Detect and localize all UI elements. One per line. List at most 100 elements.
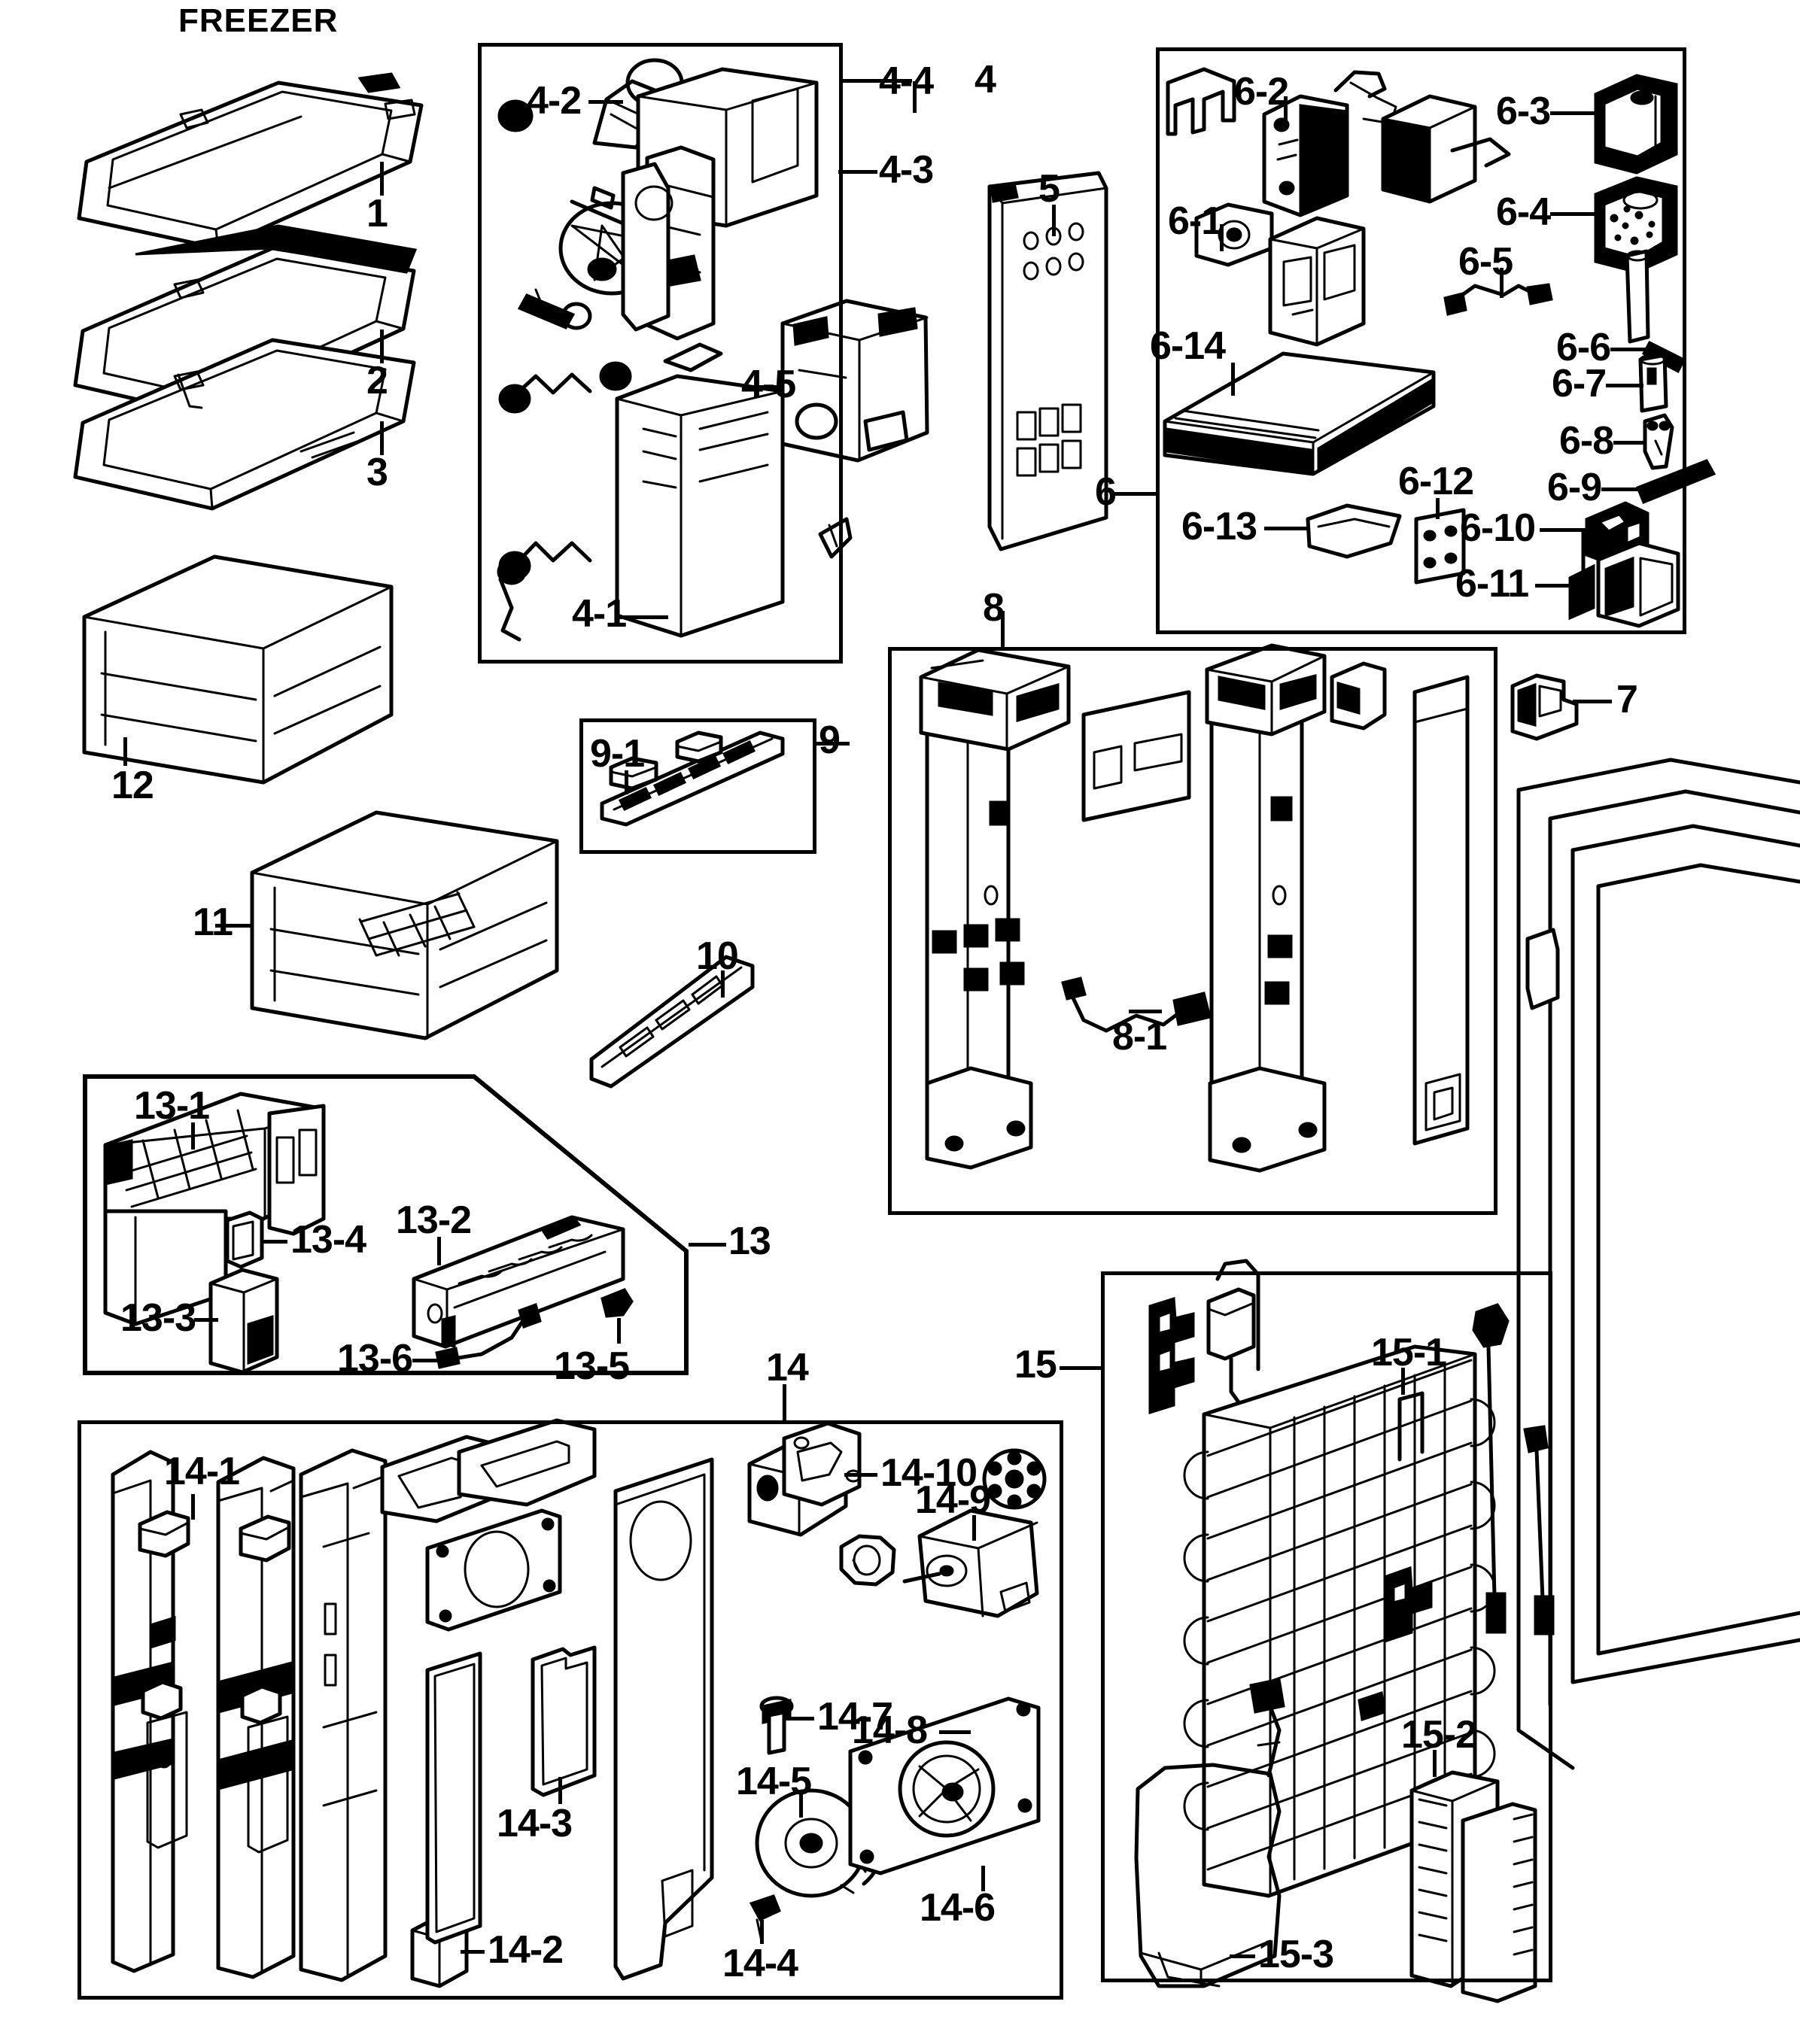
leader-13-2 [437,1237,441,1265]
callout-label-15-3: 15-3 [1258,1933,1334,1976]
part-drawer-11 [250,810,559,1040]
group-4-parts [497,58,929,642]
group-box-8 [888,647,1497,1215]
callout-label-14: 14 [766,1346,809,1389]
group-6-parts [1163,67,1716,628]
callout-label-6-13: 6-13 [1181,505,1257,548]
leader-6-4 [1550,212,1597,216]
leader-2 [380,330,384,363]
callout-label-6-2: 6-2 [1234,70,1289,114]
callout-label-14-2: 14-2 [488,1928,564,1972]
part-shelf-1 [77,72,424,251]
callout-label-6-7: 6-7 [1552,362,1607,405]
callout-label-9-1: 9-1 [590,732,645,776]
leader-15-2 [1433,1750,1437,1777]
leader-6-13 [1264,527,1308,530]
leader-4-3 [838,170,877,174]
callout-label-12: 12 [111,764,154,807]
leader-9-1 [625,770,628,794]
leader-14-10 [844,1473,877,1477]
callout-label-13-6: 13-6 [337,1337,413,1380]
leader-6-8 [1613,441,1646,445]
leader-8 [1001,611,1005,647]
callout-label-13-5: 13-5 [554,1344,630,1388]
leader-4-2 [588,100,623,104]
callout-label-4: 4 [974,58,996,102]
leader-14-8 [939,1730,971,1734]
leader-13-1 [191,1122,195,1150]
callout-label-15-2: 15-2 [1401,1713,1477,1757]
callout-label-9: 9 [819,718,841,762]
leader-14 [783,1384,786,1420]
leader-6-1 [1220,224,1224,251]
callout-label-14-3: 14-3 [497,1802,573,1845]
callout-label-4-5: 4-5 [741,363,796,406]
part-drawer-12 [82,554,394,785]
callout-label-14-9: 14-9 [915,1478,991,1522]
leader-15 [1060,1366,1102,1370]
callout-label-6-6: 6-6 [1556,326,1611,369]
leader-3 [380,421,384,455]
part-10-rail [589,955,755,1089]
leader-4-1 [617,615,668,619]
callout-label-3: 3 [366,451,388,494]
leader-5 [1052,205,1056,236]
group-box-14 [78,1420,1063,2000]
callout-label-11: 11 [193,901,233,944]
callout-label-6-10: 6-10 [1460,506,1536,550]
leader-14-6 [981,1866,985,1891]
callout-label-4-3: 4-3 [879,148,934,192]
group-8-parts [919,643,1470,1173]
part-7-cap [1510,673,1579,741]
callout-label-6-8: 6-8 [1559,419,1614,463]
callout-label-6-1: 6-1 [1168,199,1223,243]
part-5-panel [987,171,1108,551]
leader-4-5 [753,385,784,389]
callout-label-6-12: 6-12 [1398,460,1474,503]
leader-14-4 [760,1920,764,1944]
group-box-13 [83,1074,689,1375]
callout-label-6-3: 6-3 [1496,90,1551,133]
callout-label-14-6: 14-6 [920,1886,996,1930]
callout-label-4-2: 4-2 [527,79,582,123]
callout-label-1: 1 [366,192,388,235]
callout-label-13-2: 13-2 [396,1198,472,1242]
callout-label-5: 5 [1038,167,1060,211]
leader-14-7 [786,1717,814,1721]
page-title: FREEZER [178,2,339,39]
leader-6-14 [1231,363,1235,396]
callout-label-8: 8 [983,586,1005,630]
callout-label-13-1: 13-1 [134,1084,210,1128]
leader-14-5 [799,1792,803,1818]
leader-13 [689,1243,726,1247]
group-13-parts [103,1092,634,1374]
leader-14-3 [558,1777,562,1804]
group-box-4 [478,43,843,664]
callout-label-8-1: 8-1 [1112,1015,1167,1058]
leader-6 [1112,492,1156,496]
callout-label-14-10: 14-10 [880,1451,978,1495]
callout-label-6-9: 6-9 [1547,466,1602,509]
leader-13-6 [412,1359,438,1362]
leader-9 [816,742,850,746]
callout-label-14-5: 14-5 [736,1760,812,1803]
leader-13-5 [617,1318,621,1344]
group-15-parts [1134,1259,1555,2003]
callout-label-6: 6 [1095,470,1117,514]
group-9-parts [600,730,785,827]
leader-14-2 [461,1950,485,1954]
group-box-15 [1101,1271,1552,1982]
leader-8-1 [1129,1010,1162,1013]
leader-6-9 [1601,487,1643,491]
leader-12 [123,737,127,766]
callout-label-6-4: 6-4 [1496,190,1551,234]
group-box-6 [1156,47,1686,634]
leader-10 [721,970,725,998]
leader-6-10 [1540,528,1591,532]
callout-label-4-1: 4-1 [572,592,627,636]
leader-6-6 [1610,348,1648,351]
leader-6-12 [1436,498,1440,519]
callout-label-6-11: 6-11 [1455,562,1529,606]
